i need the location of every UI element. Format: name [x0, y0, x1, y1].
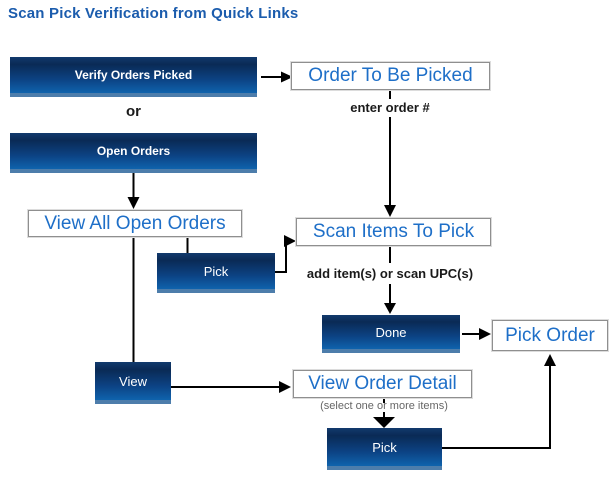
enter-order-note: enter order #	[350, 100, 430, 115]
view-button[interactable]: View	[95, 362, 171, 404]
arrow-scanitems-to-done	[384, 246, 396, 314]
arrow-view-to-detail	[171, 381, 291, 393]
view-all-open-orders-link[interactable]: View All Open Orders	[28, 210, 242, 237]
view-order-detail-link[interactable]: View Order Detail	[293, 370, 472, 398]
arrow-done-to-pickorder	[462, 328, 491, 340]
pick-order-link[interactable]: Pick Order	[492, 320, 608, 351]
arrow-verify-to-order	[261, 71, 293, 83]
arrow-openorders-to-viewall	[127, 173, 140, 209]
arrow-pick-to-pickorder	[442, 354, 556, 449]
done-button[interactable]: Done	[322, 315, 460, 353]
pick-button-bottom[interactable]: Pick	[327, 428, 442, 470]
verify-orders-picked-button[interactable]: Verify Orders Picked	[10, 57, 257, 97]
select-items-note: (select one or more items)	[320, 400, 448, 412]
order-to-be-picked-link[interactable]: Order To Be Picked	[291, 62, 490, 90]
page-title: Scan Pick Verification from Quick Links	[8, 5, 299, 22]
arrow-pick-to-scanitems	[275, 235, 296, 273]
or-label: or	[126, 103, 141, 120]
arrow-detail-to-pick	[373, 398, 395, 428]
scan-items-to-pick-link[interactable]: Scan Items To Pick	[296, 218, 491, 246]
open-orders-button[interactable]: Open Orders	[10, 133, 257, 173]
arrow-order-to-scanitems	[384, 90, 396, 217]
add-items-note: add item(s) or scan UPC(s)	[306, 266, 474, 281]
pick-button-middle[interactable]: Pick	[157, 253, 275, 293]
